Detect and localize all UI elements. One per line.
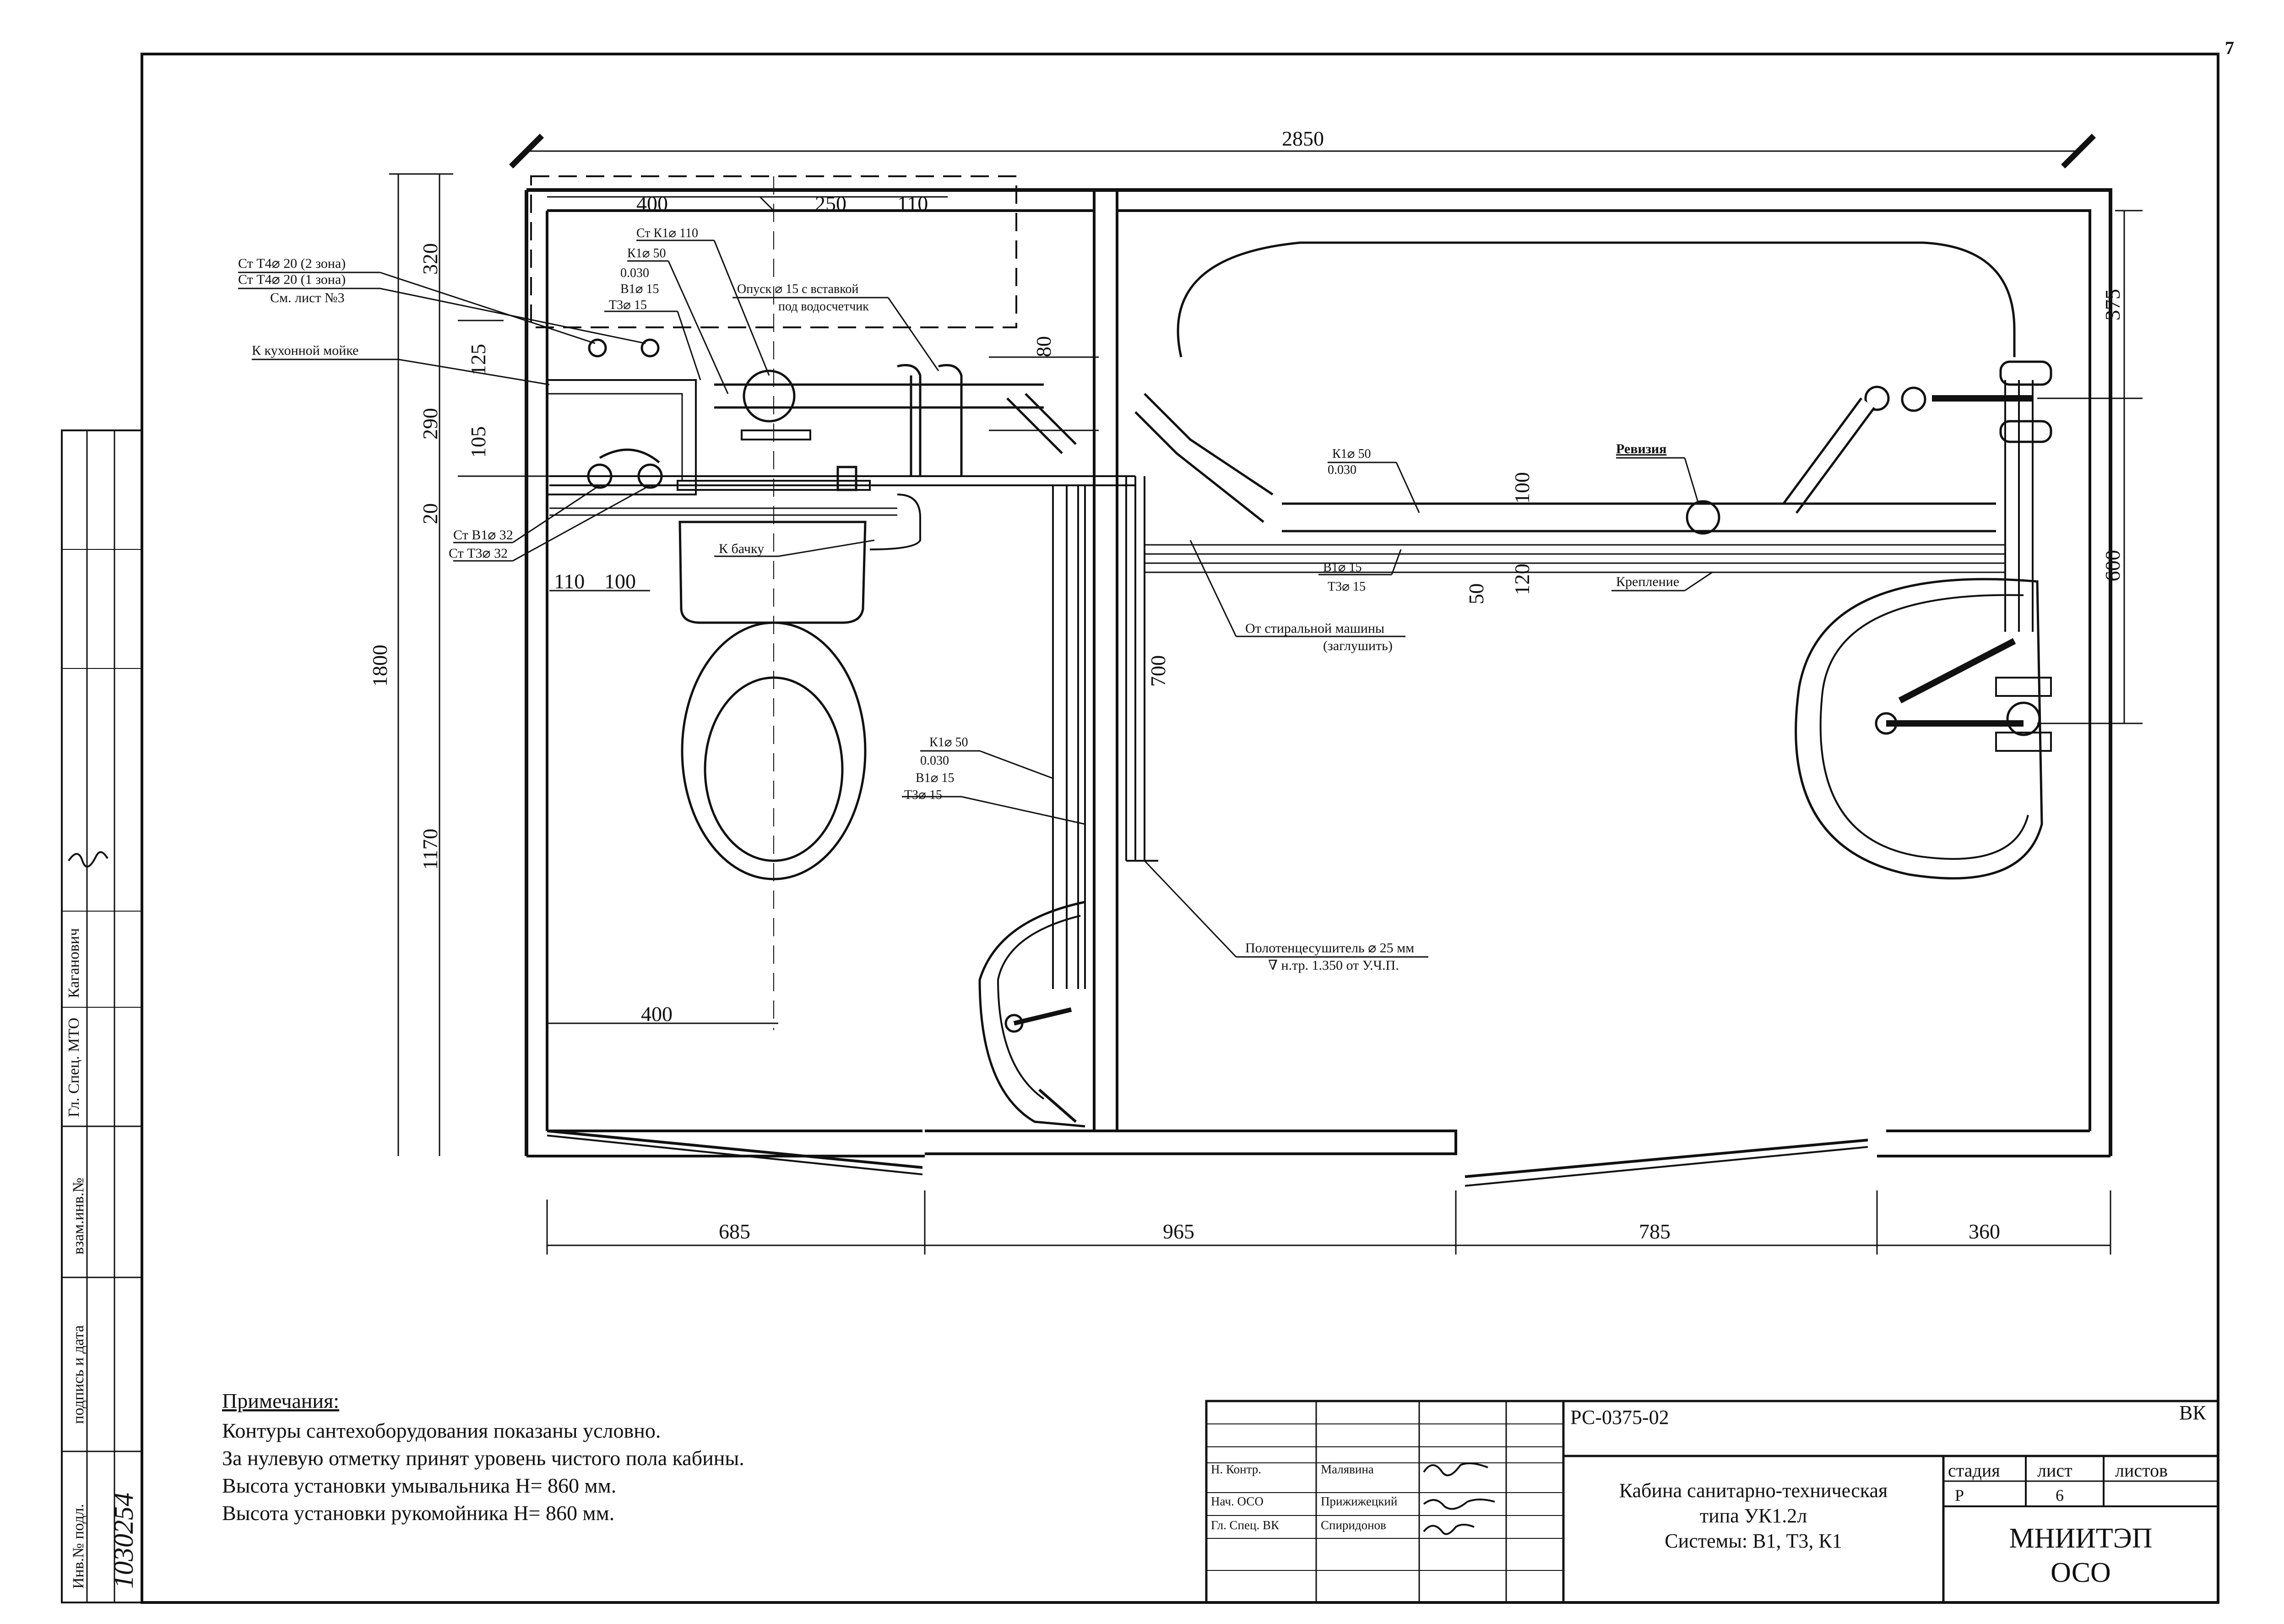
tb-org-2: ОСО [2051,1557,2111,1588]
side-podpis: подпись и дата [70,1325,87,1424]
label-opusk-1: Опуск ⌀ 15 с вставкой [737,282,858,296]
notes-line1: Контуры сантехоборудования показаны усло… [222,1419,661,1442]
tb-section: ВК [2179,1401,2206,1424]
dim-bottom-785: 785 [1639,1220,1671,1243]
dim-50: 50 [1465,583,1488,604]
dim-overall-width: 2850 [1282,127,1324,150]
notes-line4: Высота установки рукомойника Н= 860 мм. [222,1501,614,1525]
tb-name1: Малявина [1321,1462,1374,1476]
dim-bottom-360: 360 [1969,1220,2000,1243]
label-t3-15-b: Т3⌀ 15 [904,788,942,802]
label-k1-50-b: К1⌀ 50 [929,735,968,750]
label-st-t4-2zone: Ст Т4⌀ 20 (2 зона) [238,256,346,271]
bathtub-outline [1177,241,2016,358]
tb-name3: Спиридонов [1321,1518,1386,1532]
notes-line3: Высота установки умывальника Н= 860 мм. [222,1474,616,1497]
dim-left-105: 105 [467,426,490,458]
dim-right-600: 600 [2101,550,2124,581]
label-st-k1-110: Ст К1⌀ 110 [636,226,698,240]
pipes [549,338,2034,989]
dim-100: 100 [604,570,636,593]
label-k1-50-a: К1⌀ 50 [627,246,666,261]
label-b1-15-c: В1⌀ 15 [1323,560,1362,575]
label-slope-a: 0.030 [620,266,649,280]
dim-left-320: 320 [418,243,442,275]
label-st-t4-1zone: Ст Т4⌀ 20 (1 зона) [238,272,346,287]
side-inv-podl: Инв.№ подл. [70,1504,87,1589]
dim-left-290: 290 [418,408,442,440]
label-kitchen-sink: К кухонной мойке [252,343,358,358]
tb-org-1: МНИИТЭП [2009,1523,2152,1554]
side-inv-number: 1030254 [109,1493,139,1589]
dim-top-110: 110 [897,192,928,215]
dim-700: 700 [1146,655,1170,687]
label-t3-15-a: Т3⌀ 15 [609,298,647,312]
label-to-tank: К бачку [719,541,764,556]
label-opusk-2: под водосчетчик [778,299,869,314]
label-revision: Ревизия [1616,441,1666,456]
side-name: Каганович [65,928,82,998]
tb-sheet: 6 [2056,1486,2064,1505]
label-k1-50-c: К1⌀ 50 [1332,447,1371,461]
tb-doc-code: РС-0375-02 [1570,1406,1669,1428]
washbasin-outline [1795,578,2052,880]
dim-left-125: 125 [467,344,490,375]
tb-sheets-hdr: листов [2115,1460,2168,1481]
dim-left-1170: 1170 [418,829,442,870]
tb-title-2: типа УК1.2л [1700,1505,1807,1527]
toilet-outline [677,176,871,1030]
tb-stage: Р [1955,1486,1964,1505]
tb-name2: Прижижецкий [1321,1494,1397,1508]
dim-100-mid: 100 [1510,472,1534,504]
leader-lines [238,239,1713,958]
dim-right-375: 375 [2101,289,2124,320]
title-block [1205,1400,2219,1604]
notes-line2: За нулевую отметку принят уровень чистог… [222,1446,744,1470]
tb-title-3: Системы: В1, Т3, К1 [1665,1530,1842,1552]
label-t3-15-c: Т3⌀ 15 [1328,580,1366,594]
dim-110: 110 [554,570,585,593]
bath-mixer [1782,360,2052,514]
side-vzam: взам.инв.№ [70,1178,87,1255]
tb-role1: Н. Контр. [1211,1462,1261,1476]
dim-120: 120 [1510,564,1534,595]
tb-title-1: Кабина санитарно-техническая [1619,1479,1888,1502]
label-washer-1: От стиральной машины [1245,621,1384,636]
label-washer-2: (заглушить) [1323,638,1393,653]
dim-top-250: 250 [815,192,846,215]
label-slope-c: 0.030 [1328,463,1356,477]
dim-left-20: 20 [418,503,442,524]
sheet-frame [141,53,2219,1604]
side-gl-spec: Гл. Спец. МТО [65,1018,82,1117]
notes: Примечания: Контуры сантехоборудования п… [222,1389,744,1525]
tb-role2: Нач. ОСО [1211,1494,1264,1508]
side-stamp: Инв.№ подл. подпись и дата взам.инв.№ Гл… [61,429,143,1603]
dim-bottom-685: 685 [719,1220,750,1243]
page-number: 7 [2225,38,2234,58]
cabin-plan: 2850 400 250 110 320 125 290 105 20 1800… [238,127,2143,1255]
tb-signatures [1423,1462,1495,1535]
label-fastening: Крепление [1616,574,1679,589]
dim-left-1800: 1800 [368,645,391,687]
dim-top-400: 400 [636,192,668,215]
label-b1-15-a: В1⌀ 15 [620,282,659,296]
label-slope-b: 0.030 [920,754,949,768]
tb-role3: Гл. Спец. ВК [1211,1518,1280,1532]
dim-400-bottom: 400 [641,1002,673,1026]
label-see-sheet3: См. лист №3 [270,290,345,305]
tb-stage-hdr: стадия [1948,1460,2000,1481]
dim-80: 80 [1032,336,1055,357]
handbasin-outline [978,901,1085,1128]
notes-title: Примечания: [222,1389,339,1412]
label-st-t3-32: Ст Т3⌀ 32 [449,546,508,561]
label-towel-2: ∇ н.тр. 1.350 от У.Ч.П. [1268,958,1399,973]
label-st-b1-32: Ст В1⌀ 32 [453,527,513,543]
label-b1-15-b: В1⌀ 15 [916,771,955,785]
dim-bottom-965: 965 [1163,1220,1194,1243]
tb-sheet-hdr: лист [2037,1460,2072,1481]
label-towel-1: Полотенцесушитель ⌀ 25 мм [1245,940,1414,956]
dimension-lines [389,133,2143,1255]
